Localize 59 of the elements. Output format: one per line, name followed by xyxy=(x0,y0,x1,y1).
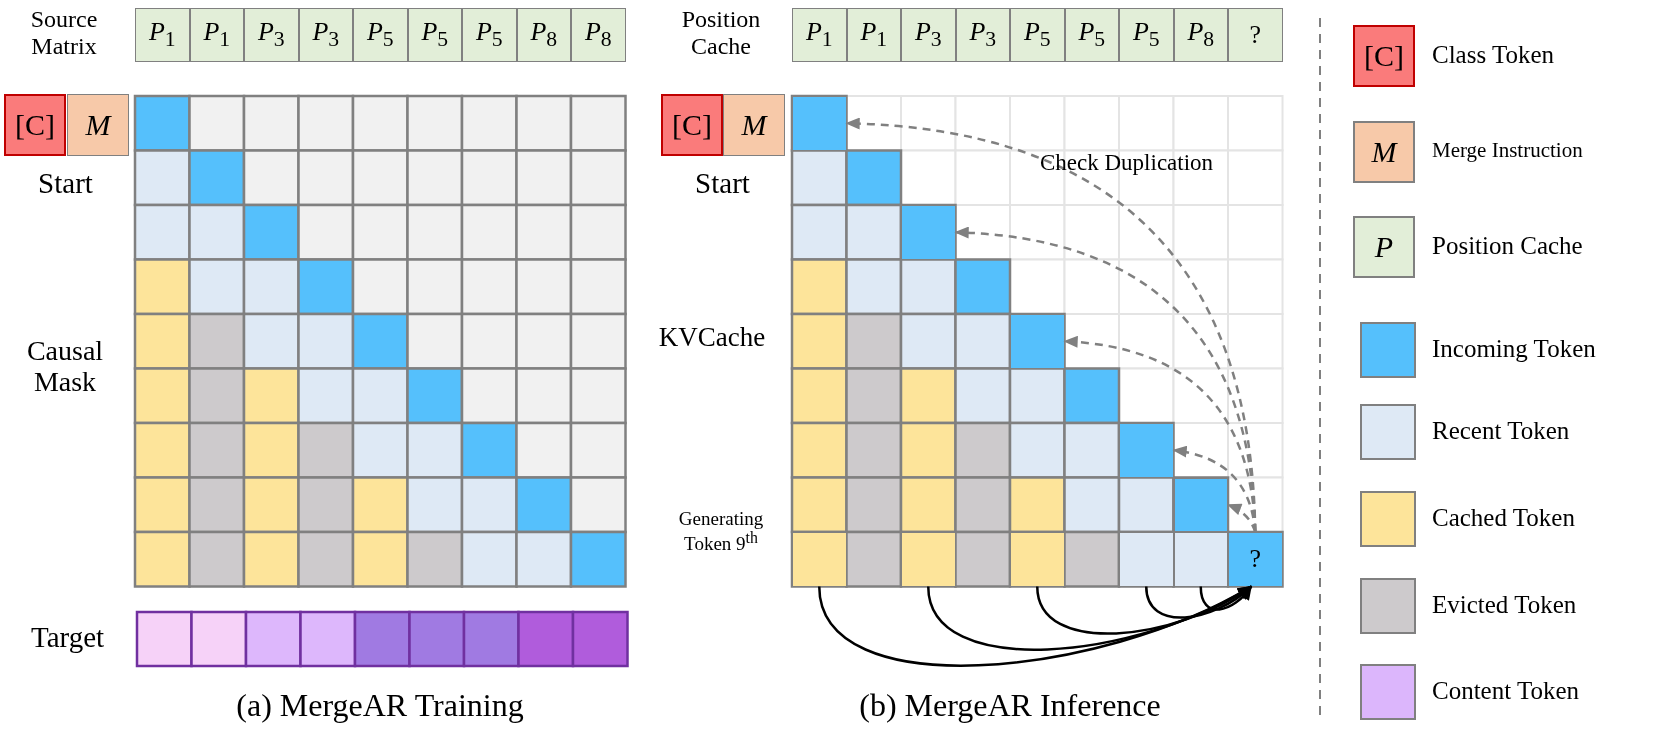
position-token: P$_{5}$ xyxy=(1010,8,1065,62)
legend-label: Cached Token xyxy=(1432,503,1575,532)
legend-label: Content Token xyxy=(1432,676,1580,705)
class-token: [C] xyxy=(661,94,723,156)
legend-label: Incoming Token xyxy=(1432,334,1596,363)
cache-token-cell xyxy=(1010,532,1065,587)
cache-token-cell xyxy=(792,96,847,151)
cache-token-cell xyxy=(1173,477,1228,532)
position-token: P$_{5}$ xyxy=(1119,8,1174,62)
legend-swatch: M xyxy=(1353,121,1415,183)
position-token: P$_{8}$ xyxy=(571,8,626,62)
row-label: Position Cache xyxy=(680,6,762,60)
curved-arrow xyxy=(1199,585,1253,611)
curved-arrow xyxy=(1036,585,1253,635)
position-token: P$_{5}$ xyxy=(353,8,408,62)
position-token: P$_{5}$ xyxy=(1064,8,1119,62)
cache-token-cell xyxy=(901,205,956,260)
merge-instruction-token: M xyxy=(67,94,129,156)
legend-label: Recent Token xyxy=(1432,416,1570,445)
cache-token-cell xyxy=(901,532,956,587)
row-label: KVCache xyxy=(657,322,767,353)
dashed-arrow xyxy=(1226,503,1257,533)
curved-arrow xyxy=(1145,585,1253,619)
position-token: P$_{1}$ xyxy=(135,8,190,62)
legend-label: Position Cache xyxy=(1432,231,1583,260)
position-token: P$_{8}$ xyxy=(1173,8,1228,62)
cache-token-cell xyxy=(1173,532,1228,587)
position-token: P$_{3}$ xyxy=(901,8,956,62)
position-token: P$_{8}$ xyxy=(516,8,571,62)
position-token: P$_{3}$ xyxy=(298,8,353,62)
position-token: P$_{3}$ xyxy=(244,8,299,62)
cache-token-cell xyxy=(792,532,847,587)
row-label: Causal Mask xyxy=(25,335,105,398)
row-label: Target xyxy=(29,621,106,654)
position-token: P$_{1}$ xyxy=(189,8,244,62)
position-token: P$_{5}$ xyxy=(407,8,462,62)
position-token: P$_{3}$ xyxy=(955,8,1010,62)
position-token: P$_{1}$ xyxy=(792,8,847,62)
cache-token-cell xyxy=(1119,532,1174,587)
class-token: [C] xyxy=(4,94,66,156)
legend-label: Merge Instruction xyxy=(1432,138,1583,163)
row-label: Start xyxy=(37,167,94,200)
annotation-text: Check Duplication xyxy=(1040,150,1215,176)
row-label: Source Matrix xyxy=(29,6,99,60)
cache-token-cell xyxy=(1010,314,1065,369)
legend-label: Class Token xyxy=(1432,40,1555,69)
generating-token: ? xyxy=(1228,532,1283,587)
panel-caption: (b) MergeAR Inference xyxy=(858,688,1162,724)
merge-instruction-token: M xyxy=(723,94,785,156)
cache-token-cell xyxy=(1119,423,1174,478)
position-token: ? xyxy=(1228,8,1283,62)
legend-swatch: P xyxy=(1353,216,1415,278)
legend-label: Evicted Token xyxy=(1432,590,1577,619)
position-token: P$_{5}$ xyxy=(462,8,517,62)
position-token: P$_{1}$ xyxy=(846,8,901,62)
row-label: Start xyxy=(694,167,751,200)
legend-swatch: [C] xyxy=(1353,25,1415,87)
panel-caption: (a) MergeAR Training xyxy=(235,688,525,724)
row-label: Generating Token 9$^{th}$ xyxy=(677,508,765,555)
